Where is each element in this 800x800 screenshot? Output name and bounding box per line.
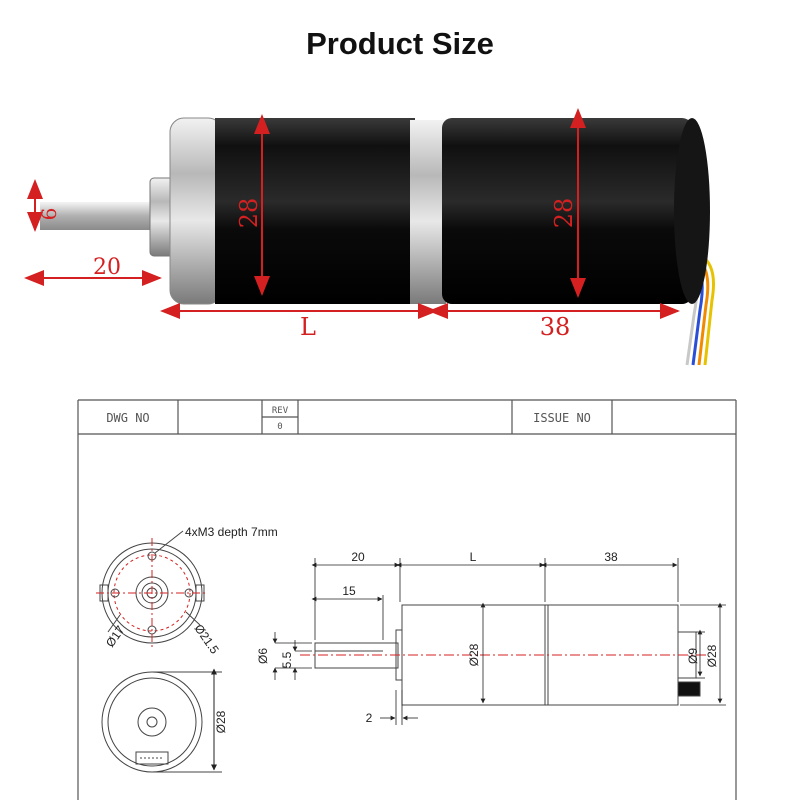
motor-body <box>442 118 692 304</box>
drawing-frame <box>77 399 737 800</box>
photo-motor-dia: 28 <box>550 198 578 229</box>
issue-no-label: ISSUE NO <box>533 411 591 425</box>
dim-gear-len: L <box>470 550 477 564</box>
photo-shaft-len: 20 <box>93 255 121 280</box>
dim-body-dia: Ø28 <box>467 643 481 666</box>
middle-ring <box>410 120 446 304</box>
side-view-dimensions <box>272 558 726 725</box>
rev-label: REV <box>272 406 289 416</box>
mount-note: 4xM3 depth 7mm <box>185 525 278 539</box>
motor-photo: 6 20 28 28 L 38 <box>24 108 715 366</box>
page-title: Product Size <box>306 26 494 61</box>
dim-flat: 5.5 <box>280 651 294 668</box>
rear-view <box>101 668 222 773</box>
photo-dimensions <box>24 108 680 319</box>
flange-dia-dim: Ø21.5 <box>192 622 222 657</box>
rear-dia-dim: Ø28 <box>214 710 228 733</box>
photo-motor-len: 38 <box>540 313 571 341</box>
rev-value: 0 <box>277 422 282 432</box>
dim-shaft-len: 20 <box>351 550 365 564</box>
gearbox-front-cap <box>169 117 223 305</box>
gearbox-body <box>215 118 415 304</box>
dim-motor-len: 38 <box>604 550 618 564</box>
dim-boss: 2 <box>366 711 373 725</box>
front-view <box>96 530 208 648</box>
dim-end-boss: Ø9 <box>686 648 700 664</box>
side-view <box>300 604 706 706</box>
dim-key-len: 15 <box>342 584 356 598</box>
photo-gear-dia: 28 <box>235 198 263 229</box>
dim-shaft-dia: Ø6 <box>256 648 270 664</box>
motor-shaft <box>40 202 158 230</box>
photo-gear-len: L <box>300 313 316 341</box>
dim-end-dia: Ø28 <box>705 644 719 667</box>
photo-shaft-dia: 6 <box>37 208 61 221</box>
motor-rear-cap <box>674 118 710 304</box>
dwg-no-label: DWG NO <box>106 411 149 425</box>
